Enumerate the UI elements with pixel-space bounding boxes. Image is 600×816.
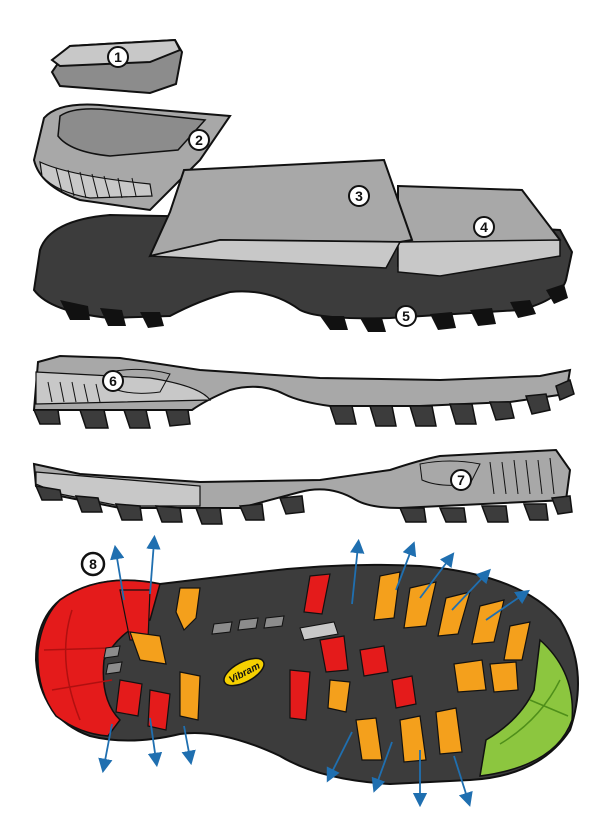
part-8-outsole-bottom: Vibram <box>34 534 579 808</box>
callout-label: 2 <box>195 132 203 148</box>
part-6-outsole-side-left <box>32 354 575 429</box>
part-7-outsole-side-right <box>32 448 573 525</box>
callout-label: 6 <box>109 373 117 389</box>
shank-grip-blocks <box>103 615 339 675</box>
callout-label: 7 <box>457 472 465 488</box>
callout-5: 5 <box>395 305 417 327</box>
lug-pattern <box>115 571 531 763</box>
part-3-shank-plate <box>148 158 414 269</box>
traction-arrows <box>98 534 530 808</box>
callout-3: 3 <box>348 185 370 207</box>
part-2-heel-cup <box>32 103 232 212</box>
callout-4: 4 <box>473 216 495 238</box>
callout-label: 1 <box>114 49 122 65</box>
callout-2: 2 <box>188 129 210 151</box>
callout-6: 6 <box>102 370 124 392</box>
callout-label: 3 <box>355 188 363 204</box>
callout-label: 5 <box>402 308 410 324</box>
callout-label: 8 <box>89 556 97 572</box>
callout-1: 1 <box>107 46 129 68</box>
callout-8: 8 <box>80 551 106 577</box>
callout-7: 7 <box>450 469 472 491</box>
callout-label: 4 <box>480 219 488 235</box>
